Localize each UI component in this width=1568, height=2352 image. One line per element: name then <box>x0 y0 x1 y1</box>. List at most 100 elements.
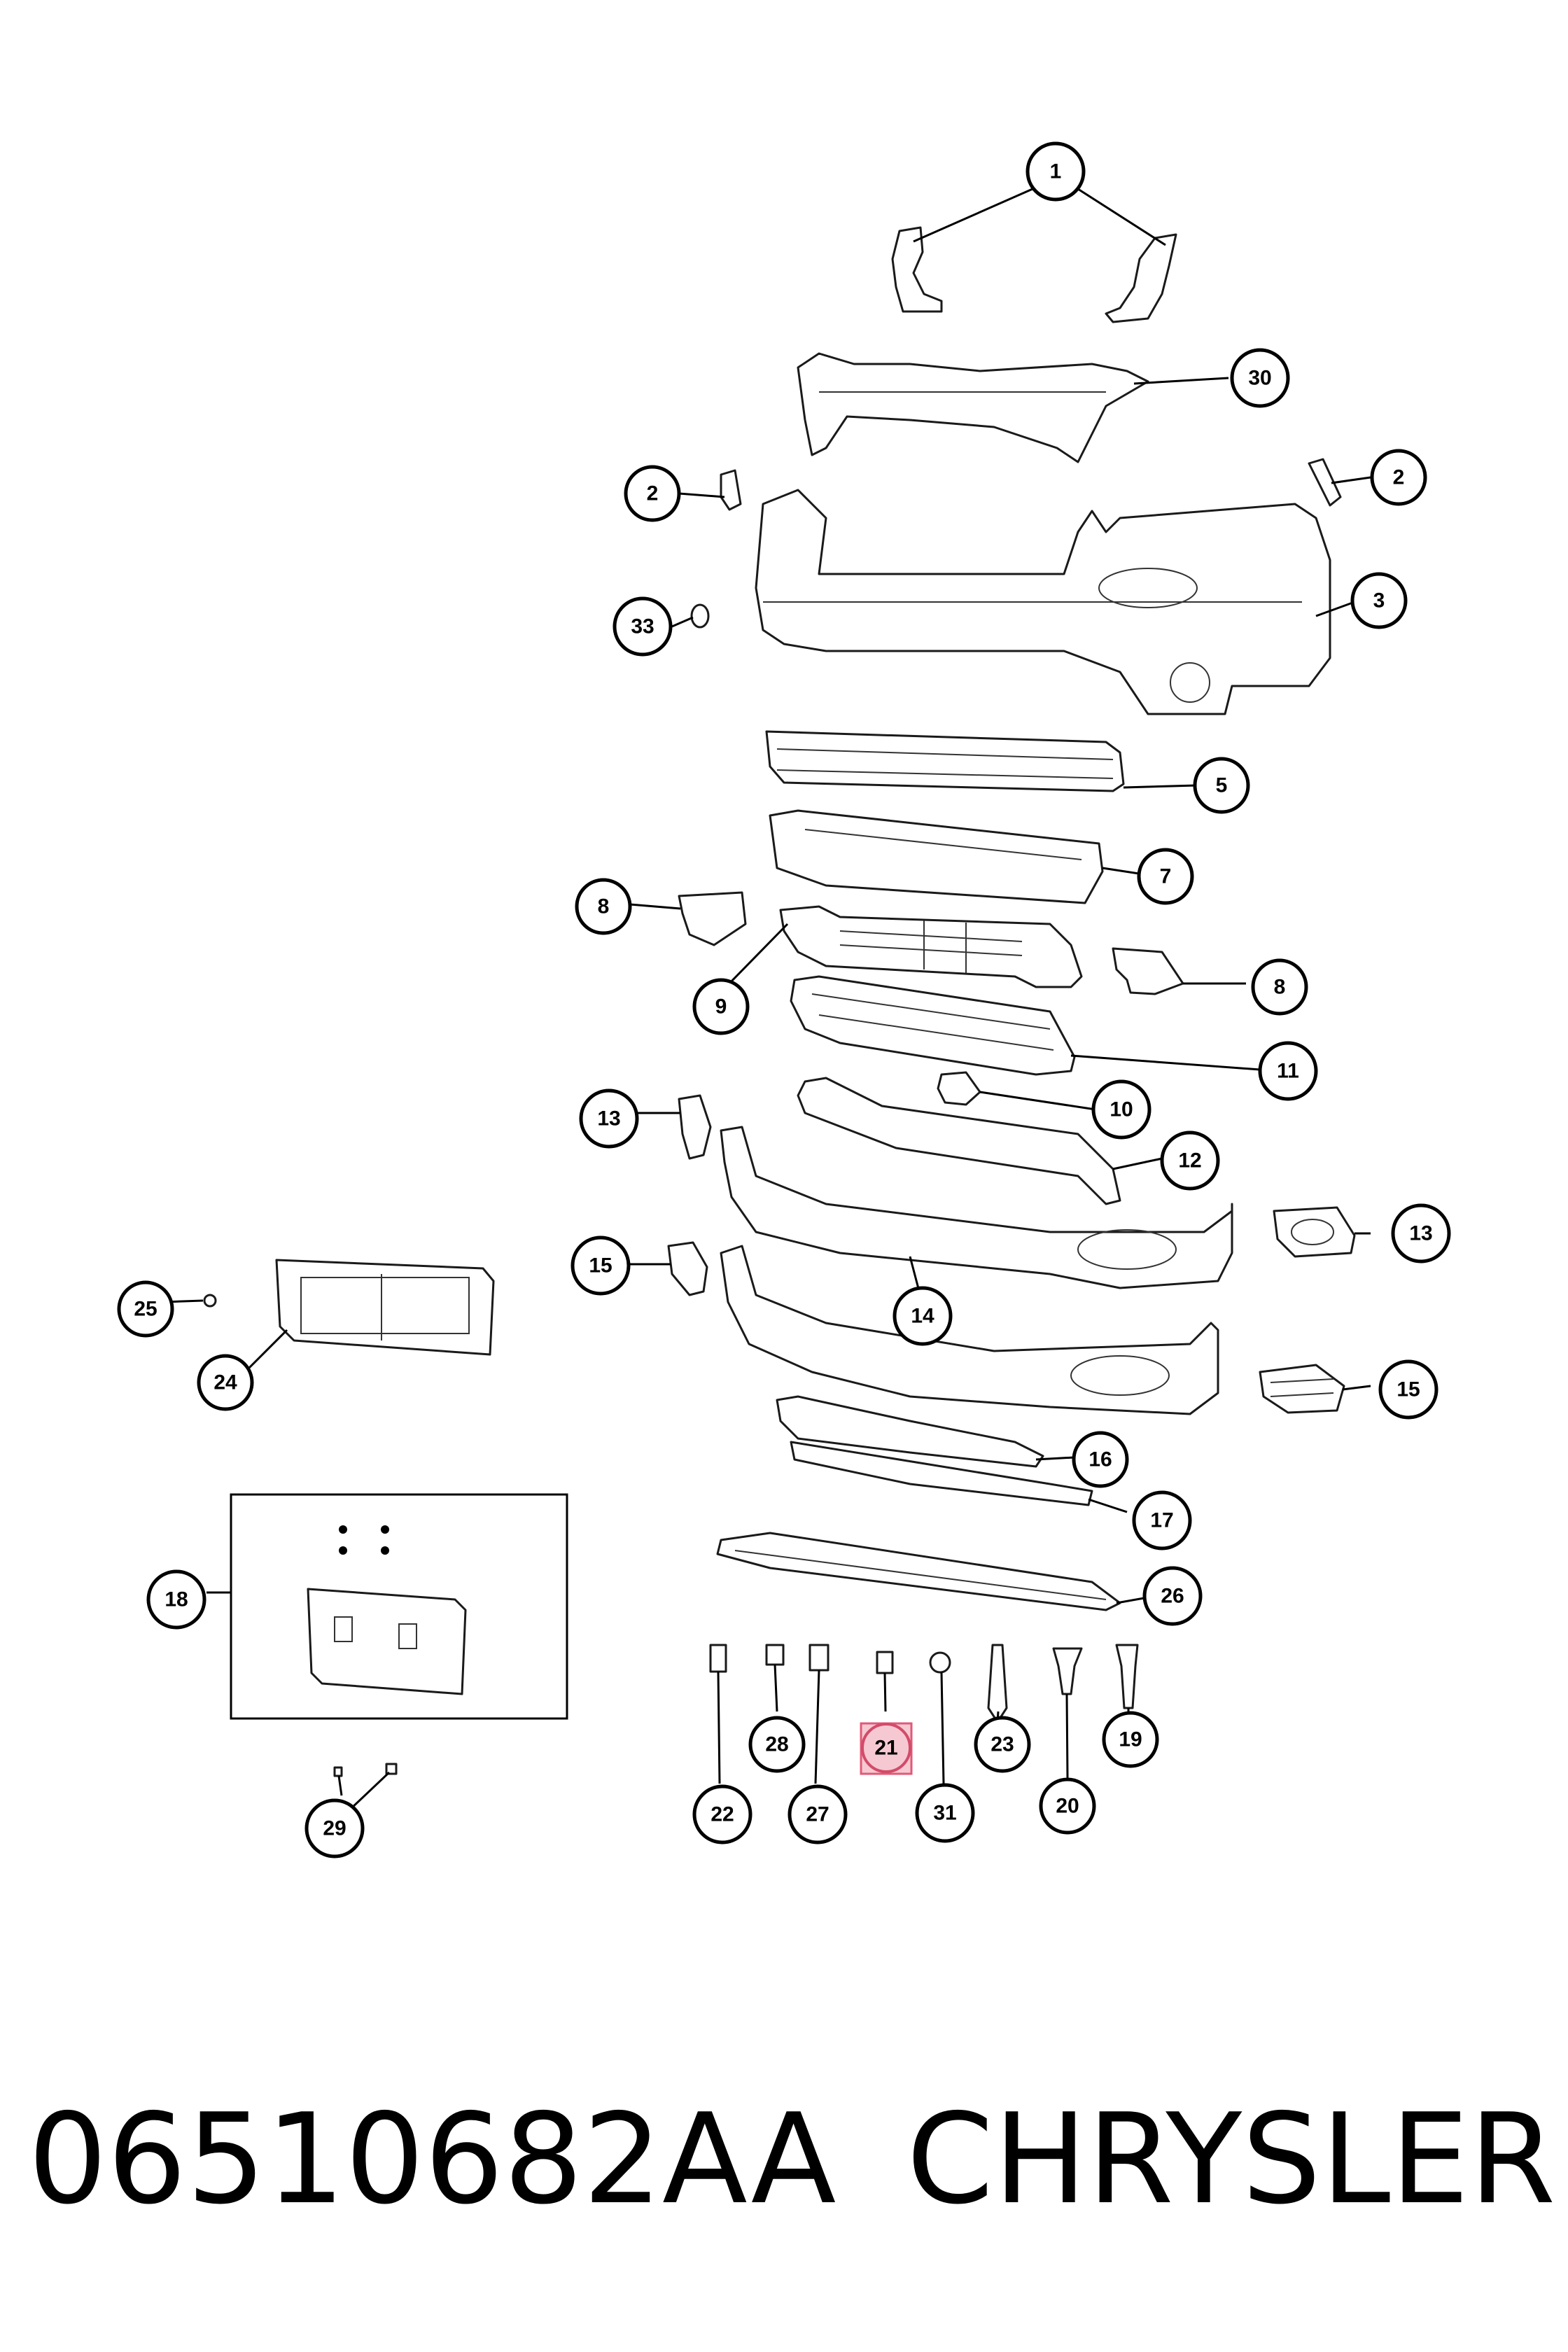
svg-text:13: 13 <box>1409 1222 1432 1245</box>
skid-strip <box>790 1441 1093 1506</box>
callout-16[interactable]: 16 <box>1072 1431 1129 1488</box>
svg-text:8: 8 <box>1274 976 1286 999</box>
callout-33[interactable]: 33 <box>612 596 673 657</box>
fastener-29b <box>385 1763 398 1775</box>
upper-carrier <box>797 352 1149 463</box>
callout-20[interactable]: 20 <box>1039 1777 1096 1835</box>
clip-right <box>1308 458 1342 507</box>
svg-text:27: 27 <box>806 1803 829 1826</box>
screw-25 <box>203 1294 217 1308</box>
svg-text:1: 1 <box>1050 160 1062 183</box>
callout-15-right[interactable]: 15 <box>1378 1359 1438 1420</box>
callout-24[interactable]: 24 <box>197 1354 254 1411</box>
callout-15-left[interactable]: 15 <box>570 1236 631 1296</box>
callout-8-left[interactable]: 8 <box>575 878 632 935</box>
lower-fascia-lower <box>720 1245 1219 1415</box>
callout-12[interactable]: 12 <box>1160 1130 1220 1191</box>
fastener-19 <box>1115 1644 1139 1709</box>
svg-text:25: 25 <box>134 1298 157 1321</box>
callout-29[interactable]: 29 <box>304 1798 365 1858</box>
fog-vent-left <box>667 1241 708 1296</box>
callout-17[interactable]: 17 <box>1132 1490 1192 1550</box>
reinforcement-beam <box>765 730 1125 792</box>
svg-text:18: 18 <box>164 1588 188 1611</box>
svg-text:24: 24 <box>214 1371 237 1394</box>
svg-text:11: 11 <box>1277 1060 1299 1083</box>
lower-trim <box>776 1395 1044 1468</box>
callout-8-right[interactable]: 8 <box>1251 958 1308 1016</box>
bracket-right <box>1105 233 1177 323</box>
callout-2-right[interactable]: 2 <box>1370 449 1427 506</box>
callout-21[interactable]: 21 <box>861 1723 911 1773</box>
svg-text:10: 10 <box>1110 1098 1133 1121</box>
svg-text:19: 19 <box>1119 1728 1142 1751</box>
callout-1[interactable]: 1 <box>1026 141 1086 202</box>
callout-22[interactable]: 22 <box>692 1784 752 1844</box>
air-deflector <box>716 1532 1121 1611</box>
svg-text:21: 21 <box>874 1737 897 1760</box>
callout-23[interactable]: 23 <box>974 1716 1031 1773</box>
svg-text:20: 20 <box>1056 1795 1079 1818</box>
callout-18[interactable]: 18 <box>146 1569 206 1630</box>
svg-text:22: 22 <box>710 1803 734 1826</box>
callout-25[interactable]: 25 <box>117 1280 174 1338</box>
fastener-29a <box>333 1766 343 1777</box>
leader-lines <box>164 188 1371 1811</box>
callout-2-left[interactable]: 2 <box>624 465 681 522</box>
svg-text:12: 12 <box>1178 1149 1201 1172</box>
bezel-left <box>678 1094 712 1160</box>
svg-text:5: 5 <box>1216 774 1228 797</box>
fog-bracket-left <box>678 891 747 946</box>
svg-text:33: 33 <box>631 615 654 638</box>
callout-28[interactable]: 28 <box>748 1716 806 1773</box>
svg-text:8: 8 <box>598 895 610 918</box>
callout-5[interactable]: 5 <box>1193 757 1250 814</box>
svg-text:28: 28 <box>765 1733 788 1756</box>
callouts: 1 30 2 2 3 33 5 7 8 8 9 11 10 13 12 13 1… <box>117 141 1451 1858</box>
fastener-22 <box>709 1644 727 1673</box>
svg-text:13: 13 <box>597 1107 620 1130</box>
svg-text:26: 26 <box>1161 1585 1184 1608</box>
svg-text:3: 3 <box>1373 589 1385 612</box>
svg-text:2: 2 <box>647 482 659 505</box>
svg-text:14: 14 <box>911 1305 934 1328</box>
svg-text:30: 30 <box>1248 367 1271 390</box>
callout-27[interactable]: 27 <box>788 1784 848 1844</box>
svg-text:29: 29 <box>323 1817 346 1840</box>
callout-31[interactable]: 31 <box>915 1783 975 1843</box>
callout-10[interactable]: 10 <box>1091 1079 1152 1140</box>
callout-19[interactable]: 19 <box>1102 1711 1159 1768</box>
callout-11[interactable]: 11 <box>1258 1041 1318 1101</box>
fastener-20 <box>1052 1647 1083 1695</box>
callout-7[interactable]: 7 <box>1137 848 1194 905</box>
energy-absorber <box>769 809 1104 904</box>
callout-14[interactable]: 14 <box>892 1286 953 1346</box>
callout-26[interactable]: 26 <box>1142 1566 1203 1626</box>
fastener-27 <box>808 1644 830 1672</box>
bezel-right <box>1273 1206 1356 1258</box>
fog-vent-right <box>1259 1364 1345 1414</box>
fastener-23 <box>987 1644 1008 1723</box>
svg-text:7: 7 <box>1160 865 1172 888</box>
clip-left <box>720 469 742 511</box>
plug <box>690 603 710 629</box>
lower-fascia-upper <box>720 1126 1233 1289</box>
callout-13-left[interactable]: 13 <box>579 1088 639 1149</box>
callout-9[interactable]: 9 <box>692 978 750 1035</box>
fastener-28 <box>765 1644 785 1666</box>
brand-name: CHRYSLER <box>906 2087 1556 2232</box>
fastener-21 <box>876 1651 894 1674</box>
fastener-31 <box>929 1651 951 1674</box>
callout-3[interactable]: 3 <box>1350 572 1408 629</box>
svg-text:23: 23 <box>990 1733 1014 1756</box>
bracket-left <box>891 226 943 313</box>
license-plate-bracket <box>275 1259 495 1356</box>
part-number: 06510682AA <box>28 2087 836 2232</box>
callout-30[interactable]: 30 <box>1230 348 1290 408</box>
fog-bracket-right <box>1112 947 1184 995</box>
callout-13-right[interactable]: 13 <box>1391 1203 1451 1264</box>
part-drawings <box>203 226 1356 1777</box>
grille-surround <box>797 1077 1121 1205</box>
svg-text:15: 15 <box>589 1254 612 1278</box>
